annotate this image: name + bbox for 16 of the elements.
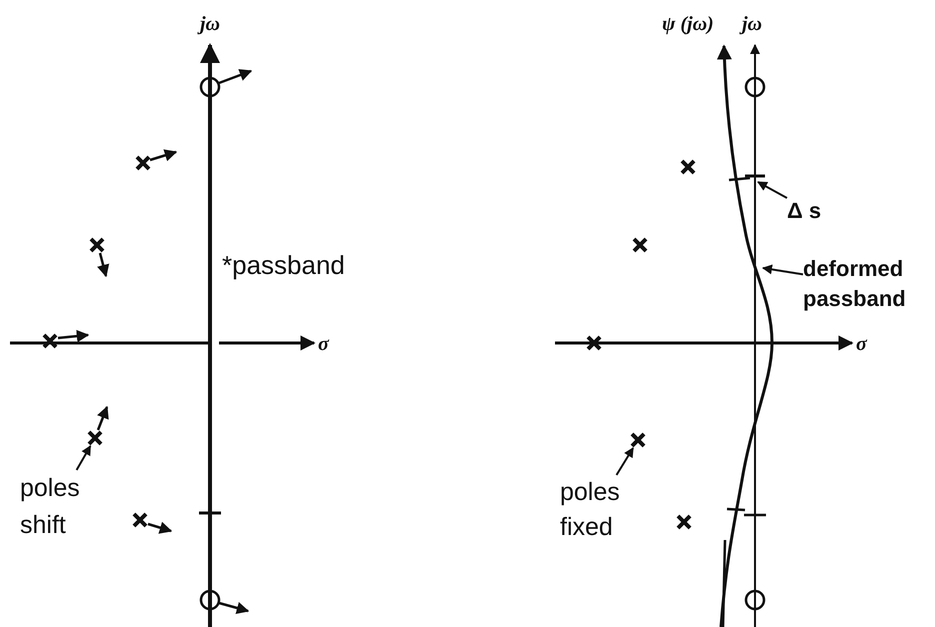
annotation-text: poles shift xyxy=(20,470,90,545)
annotation-text: Δ s xyxy=(787,196,832,225)
axis-label: σ xyxy=(856,334,867,354)
axis-label: jω xyxy=(200,14,220,34)
axis-label: jω xyxy=(742,14,762,34)
annotation-text: poles fixed xyxy=(560,475,630,545)
leader-line xyxy=(616,447,634,476)
leader-line xyxy=(757,181,788,199)
axis-label: σ xyxy=(318,334,329,354)
axis-label: ψ (jω) xyxy=(662,14,714,34)
annotation-text: deformed passband xyxy=(803,254,923,314)
pole-marker xyxy=(630,432,646,448)
leader-line xyxy=(76,445,92,470)
leader-line xyxy=(762,264,804,276)
axis-label: *passband xyxy=(222,252,345,278)
pole-marker xyxy=(87,430,103,446)
